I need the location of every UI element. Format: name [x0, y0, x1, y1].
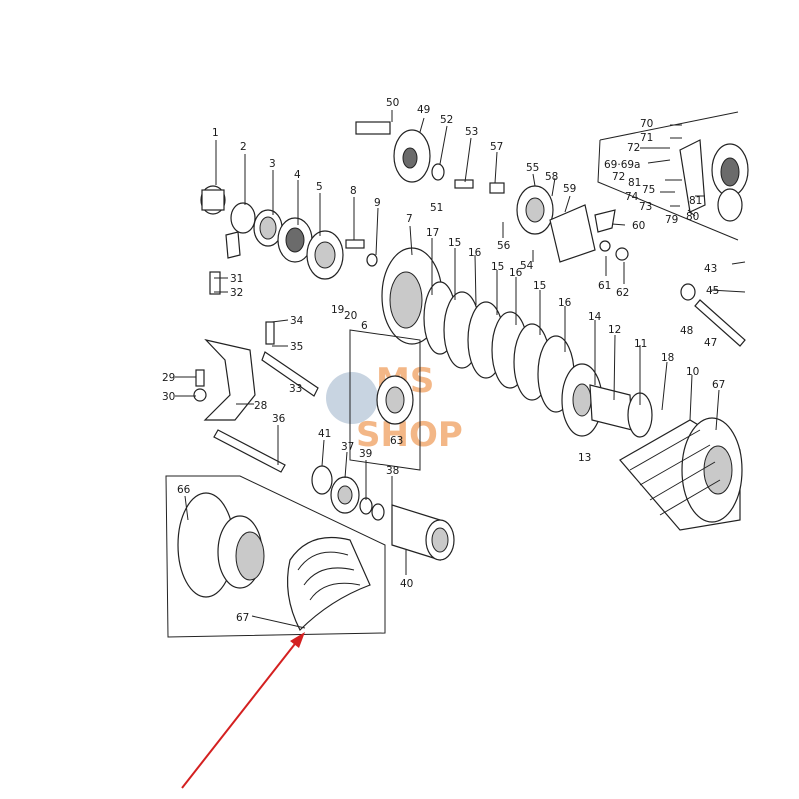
- callout-label: 55: [526, 162, 539, 174]
- callout-label: 13: [578, 452, 591, 464]
- callout-label: 14: [588, 311, 602, 323]
- callout-label: 18: [661, 352, 674, 364]
- callout-label: 19: [331, 304, 344, 316]
- callout-label: 74: [625, 191, 639, 203]
- clutch-assembly: [381, 247, 653, 438]
- callout-label: 81: [628, 177, 641, 189]
- callout-label: 28: [254, 400, 267, 412]
- callout-label: 54: [520, 260, 534, 272]
- callout-label: 11: [634, 338, 647, 350]
- inset-frame-66-67: [165, 475, 386, 638]
- callout-label: 17: [426, 227, 439, 239]
- callout-label: 67: [236, 612, 249, 624]
- callout-label: 38: [386, 465, 399, 477]
- callout-label: 51: [430, 202, 443, 214]
- callout-label: 40: [400, 578, 413, 590]
- callout-label: 35: [290, 341, 303, 353]
- callout-label: 56: [497, 240, 511, 252]
- callout-label: 67: [712, 379, 725, 391]
- callout-label: 73: [639, 201, 652, 213]
- callout-label: 15: [491, 261, 504, 273]
- inset-frame-63: [349, 329, 421, 471]
- callout-label: 59: [563, 183, 576, 195]
- callout-label: 72: [612, 171, 625, 183]
- callout-label: 31: [230, 273, 243, 285]
- callout-label: 33: [289, 383, 302, 395]
- part-group-43-48: [680, 261, 746, 347]
- callout-label: 41: [318, 428, 331, 440]
- callout-label: 60: [632, 220, 645, 232]
- callout-label: 16: [509, 267, 523, 279]
- callout-label: 48: [680, 325, 693, 337]
- callout-label: 15: [533, 280, 546, 292]
- callout-label: 29: [162, 372, 175, 384]
- callout-label: 6: [361, 320, 368, 332]
- callout-label: 72: [627, 142, 640, 154]
- callout-label: 8: [350, 185, 357, 197]
- callout-label: 45: [706, 285, 719, 297]
- callout-label: 16: [558, 297, 572, 309]
- lever-assembly: [193, 271, 319, 473]
- callout-label: 16: [468, 247, 482, 259]
- callout-label: 15: [448, 237, 461, 249]
- callout-label: 49: [417, 104, 430, 116]
- callout-labels: 1 2 3 4 5 6 7 8 9 10 11 12 13 14 15 15 1…: [162, 97, 725, 624]
- callout-label: 32: [230, 287, 243, 299]
- callout-label: 1: [212, 127, 219, 139]
- callout-label: 53: [465, 126, 478, 138]
- callout-label: 12: [608, 324, 621, 336]
- watermark-mascot: [326, 372, 378, 424]
- callout-label: 39: [359, 448, 372, 460]
- callout-label: 20: [344, 310, 357, 322]
- callout-label: 50: [386, 97, 399, 109]
- callout-label: 37: [341, 441, 354, 453]
- part-group-49-62: [355, 121, 629, 263]
- callout-label: 63: [390, 435, 403, 447]
- callout-label: 30: [162, 391, 175, 403]
- callout-label: 47: [704, 337, 717, 349]
- callout-label: 43: [704, 263, 717, 275]
- callout-label: 70: [640, 118, 653, 130]
- callout-label: 7: [406, 213, 413, 225]
- callout-label: 62: [616, 287, 629, 299]
- callout-label: 4: [294, 169, 301, 181]
- leader-lines: [175, 110, 720, 629]
- callout-label: 69·69a: [604, 159, 641, 171]
- callout-label: 5: [316, 181, 323, 193]
- callout-label: 10: [686, 366, 699, 378]
- callout-label: 75: [642, 184, 655, 196]
- red-arrow-shaft: [181, 639, 299, 789]
- callout-label: 81: [689, 195, 702, 207]
- pulley-right: [619, 417, 743, 531]
- callout-label: 79: [665, 214, 678, 226]
- callout-label: 66: [177, 484, 191, 496]
- callout-label: 57: [490, 141, 503, 153]
- callout-label: 61: [598, 280, 611, 292]
- watermark-line-2: SHOP: [356, 415, 463, 455]
- callout-label: 34: [290, 315, 304, 327]
- callout-label: 71: [640, 132, 653, 144]
- inset-frame-top-right: [597, 111, 749, 241]
- callout-label: 52: [440, 114, 453, 126]
- red-arrow-head: [290, 632, 305, 648]
- callout-label: 9: [374, 197, 381, 209]
- callout-label: 80: [686, 211, 699, 223]
- callout-label: 36: [272, 413, 286, 425]
- shaft-group: [311, 465, 455, 561]
- part-group-1-5: [200, 185, 378, 280]
- red-arrow: [181, 632, 305, 789]
- callout-label: 3: [269, 158, 276, 170]
- callout-label: 58: [545, 171, 558, 183]
- callout-label: 2: [240, 141, 247, 153]
